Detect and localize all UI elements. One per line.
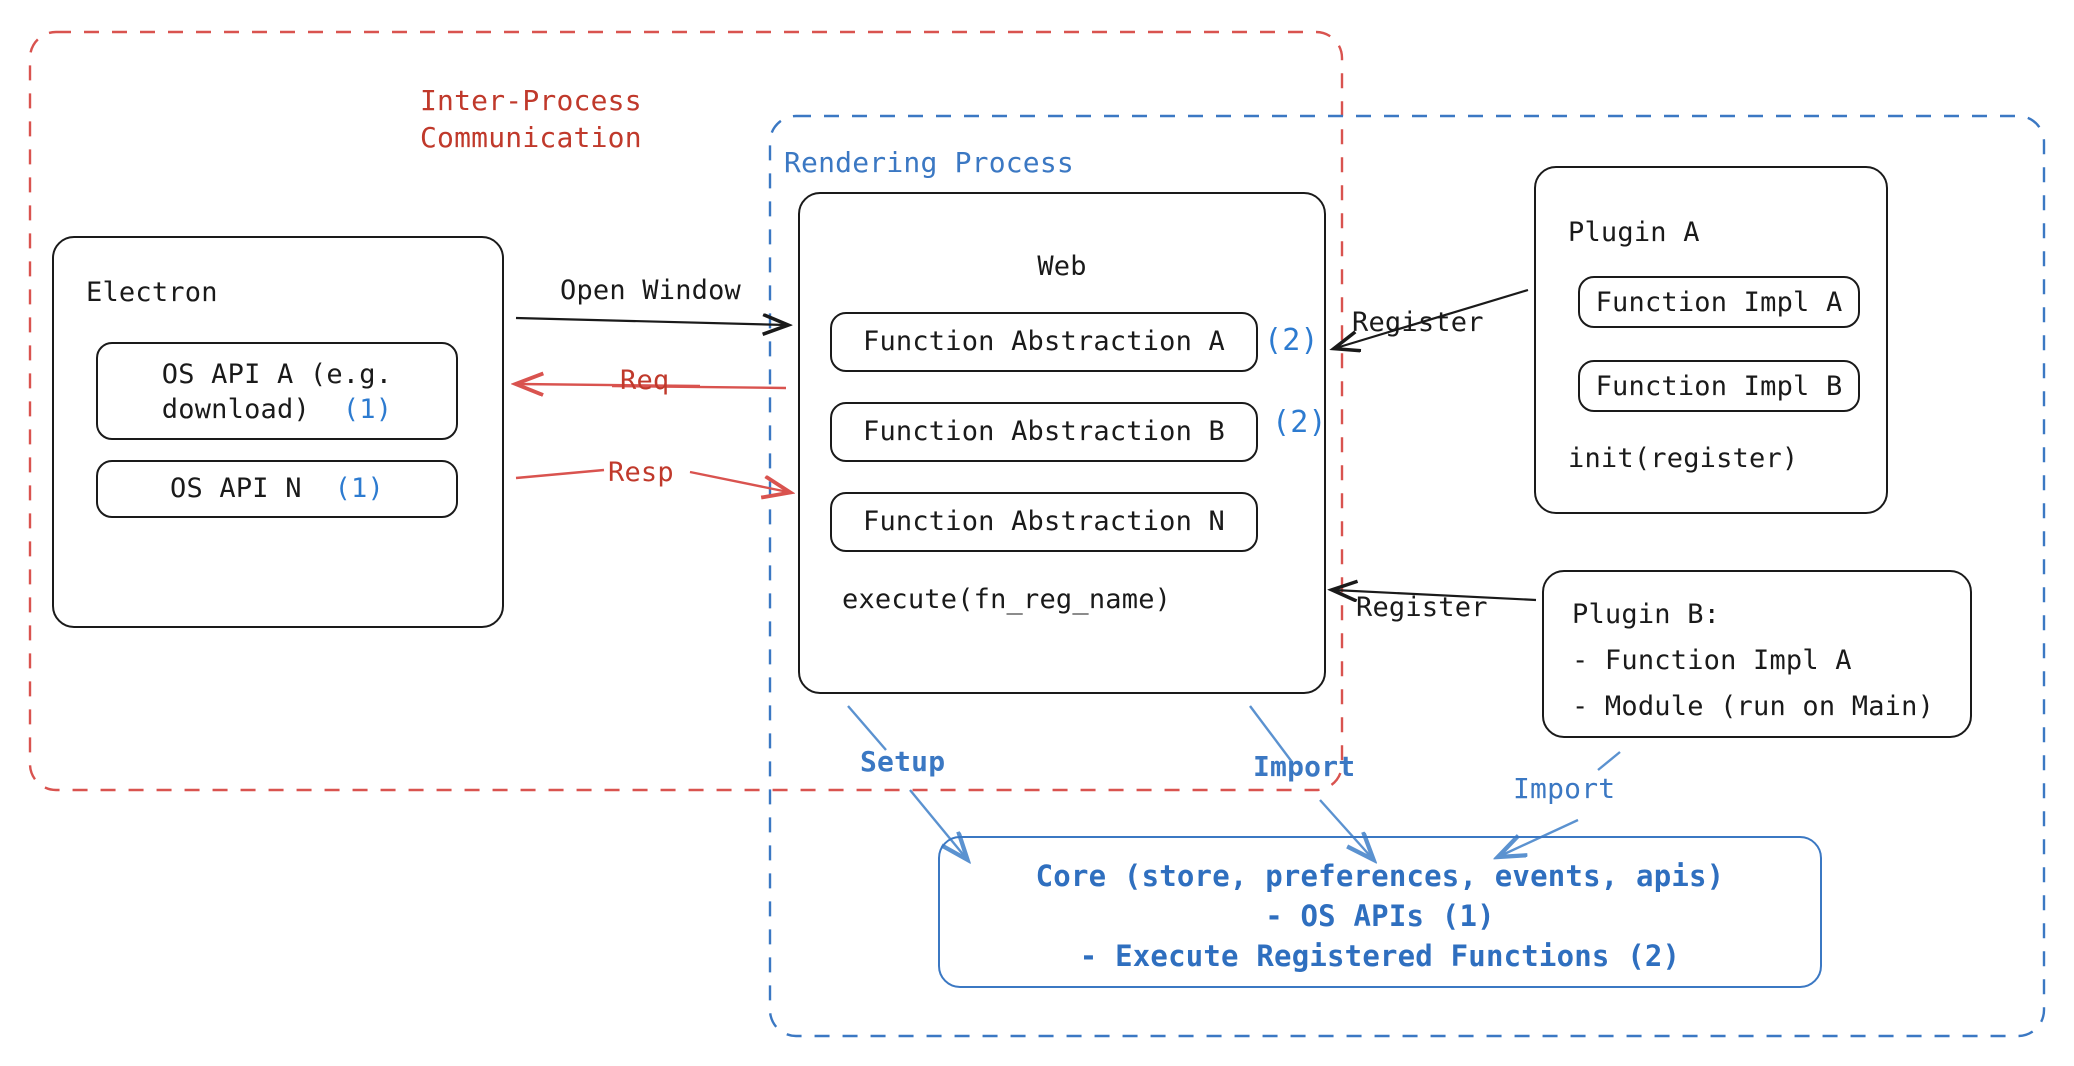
node-plugin-a[interactable] xyxy=(1534,166,1888,514)
core-line3: - Execute Registered Functions (2) xyxy=(1079,939,1681,974)
node-electron[interactable] xyxy=(52,236,504,628)
function-impl-a-label: Function Impl A xyxy=(1595,287,1843,318)
plugin-a-title: Plugin A xyxy=(1568,217,1700,248)
core-label: Core (store, preferences, events, apis) -… xyxy=(938,856,1822,976)
node-os-api-a[interactable] xyxy=(96,342,458,440)
function-abstraction-n-label: Function Abstraction N xyxy=(862,506,1226,537)
plugin-b-line-module: - Module (run on Main) xyxy=(1572,691,1935,722)
os-api-a-label: OS API A (e.g.download) (1) xyxy=(161,359,393,425)
edge-label-resp: Resp xyxy=(608,457,674,488)
node-os-api-n[interactable] xyxy=(96,460,458,518)
node-function-impl-a[interactable] xyxy=(1578,276,1860,328)
core-line2: - OS APIs (1) xyxy=(1265,899,1495,934)
os-api-n-text: OS API N xyxy=(170,473,302,504)
os-api-n-marker: (1) xyxy=(334,473,384,504)
edge-label-register-bottom: Register xyxy=(1356,592,1488,623)
edge-open-window xyxy=(515,318,786,325)
ipc-title-line2: Communication xyxy=(420,121,642,155)
node-function-abstraction-a[interactable] xyxy=(830,312,1258,372)
edge-label-import-plugin-b: Import xyxy=(1513,772,1616,805)
node-function-abstraction-b[interactable] xyxy=(830,402,1258,462)
edge-label-import-web: Import xyxy=(1253,750,1356,783)
function-abstraction-a-marker: (2) xyxy=(1264,323,1319,358)
function-abstraction-b-label: Function Abstraction B xyxy=(862,416,1226,447)
plugin-a-init-label: init(register) xyxy=(1568,443,1799,474)
edge-label-setup: Setup xyxy=(860,745,946,778)
node-core[interactable] xyxy=(938,836,1822,988)
node-function-impl-b[interactable] xyxy=(1578,360,1860,412)
function-abstraction-b-marker: (2) xyxy=(1272,405,1327,440)
web-execute-label: execute(fn_reg_name) xyxy=(842,584,1172,615)
electron-title: Electron xyxy=(86,277,218,308)
rendering-process-title: Rendering Process xyxy=(784,146,1074,179)
edge-label-open-window: Open Window xyxy=(560,275,742,306)
edge-setup xyxy=(847,705,966,858)
edge-label-register-top: Register xyxy=(1352,307,1484,338)
core-line1: Core (store, preferences, events, apis) xyxy=(1035,859,1725,893)
web-title: Web xyxy=(1037,251,1087,282)
os-api-n-label: OS API N (1) xyxy=(96,472,458,507)
node-function-abstraction-n[interactable] xyxy=(830,492,1258,552)
plugin-b-title: Plugin B: xyxy=(1572,599,1721,630)
edge-label-req: Req xyxy=(620,365,670,396)
node-plugin-b[interactable] xyxy=(1542,570,1972,738)
function-abstraction-a-label: Function Abstraction A xyxy=(862,326,1226,357)
os-api-a-marker: (1) xyxy=(342,393,393,425)
plugin-b-line-function-impl-a: - Function Impl A xyxy=(1572,645,1852,676)
function-impl-b-label: Function Impl B xyxy=(1595,371,1843,402)
ipc-title-line1: Inter-Process xyxy=(420,84,642,117)
node-web[interactable] xyxy=(798,192,1326,694)
